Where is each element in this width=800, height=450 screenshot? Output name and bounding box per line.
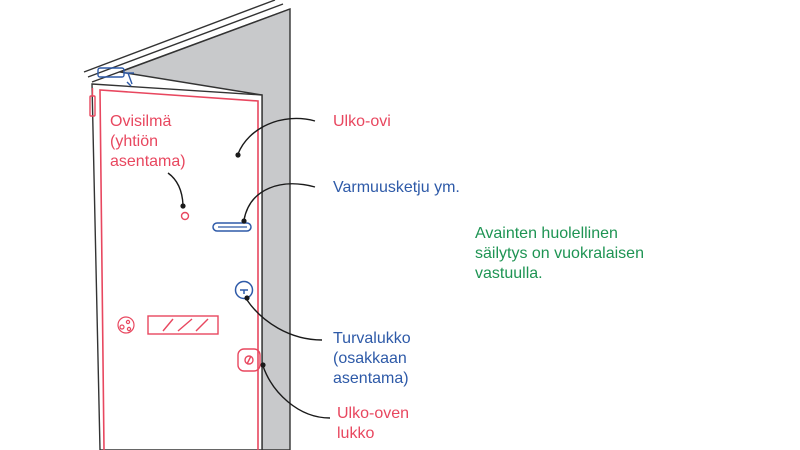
leader-peephole: [167, 172, 184, 206]
label-peephole: Ovisilmä (yhtiön asentama): [110, 113, 186, 170]
chain-icon: [212, 222, 252, 232]
leader-lines: [167, 117, 331, 419]
leader-safety-lock: [246, 299, 323, 341]
leader-outer-door: [237, 117, 316, 155]
door-lock-keypad-icon: [117, 316, 135, 334]
leader-door-lock: [262, 365, 331, 419]
label-outer-door: Ulko-ovi: [333, 113, 391, 130]
door-closer-icon: [97, 67, 134, 87]
door-face-red-outline: [99, 89, 259, 450]
door-handle-icon: [147, 315, 219, 335]
label-safety-lock: Turvalukko (osakkaan asentama): [333, 330, 411, 387]
leader-dots: [180, 152, 266, 368]
peephole-icon: [180, 211, 190, 221]
note-key-storage: Avainten huolellinen säilytys on vuokral…: [475, 225, 644, 282]
hinge-icon: [89, 88, 96, 117]
door-lock-icon: [237, 348, 261, 372]
door-face: [91, 83, 263, 450]
label-outer-door-lock: Ulko-oven lukko: [337, 405, 410, 442]
label-safety-chain: Varmuusketju ym.: [333, 179, 460, 196]
door-leaf-gray: [117, 7, 291, 450]
leader-safety-chain: [243, 183, 316, 221]
lock-cylinder-icon: [234, 280, 254, 300]
